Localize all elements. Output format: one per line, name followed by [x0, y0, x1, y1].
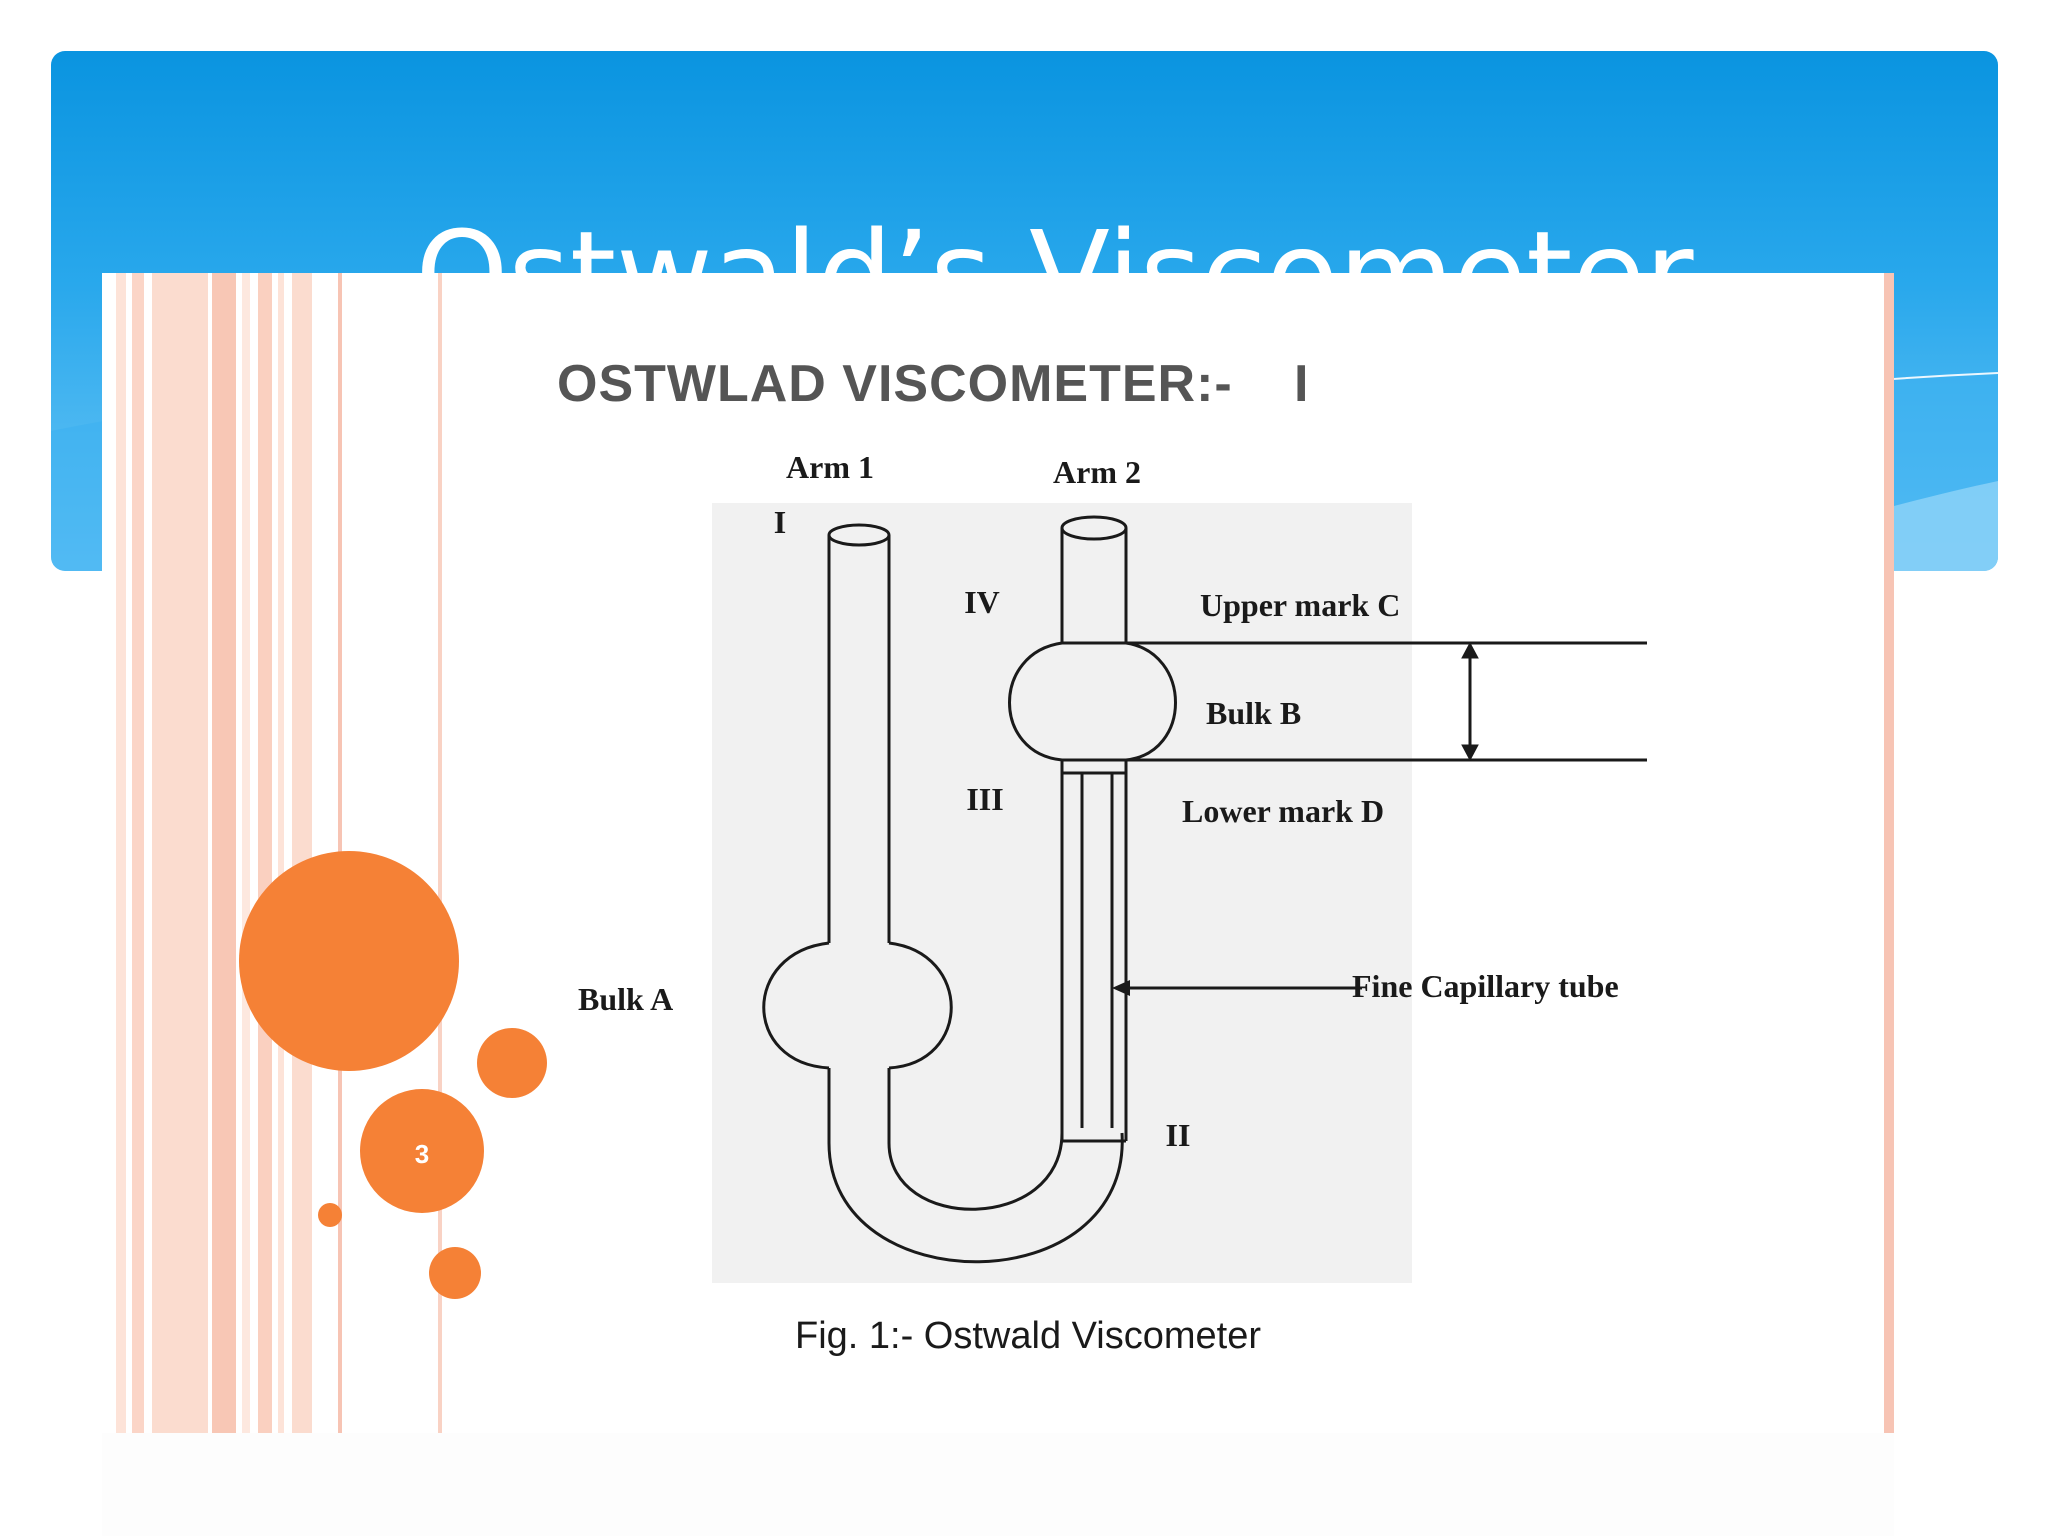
large-orange-circle	[239, 851, 459, 1071]
label-bulk-a: Bulk A	[578, 981, 673, 1017]
label-capillary: Fine Capillary tube	[1352, 968, 1619, 1004]
figure-heading: OSTWLAD VISCOMETER:-	[557, 355, 1233, 413]
right-edge-stripe	[1884, 273, 1894, 1433]
level-marks	[1062, 641, 1647, 762]
label-point-iv: IV	[964, 584, 1000, 620]
decorative-stripes	[102, 273, 447, 1433]
page-number: 3	[415, 1139, 429, 1169]
bottom-margin	[102, 1433, 1894, 1536]
label-point-ii: II	[1166, 1117, 1191, 1153]
small-orange-circle	[477, 1028, 547, 1098]
label-upper-mark: Upper mark C	[1200, 587, 1400, 623]
diagram-image: 3 OSTWLAD VISCOMETER:- I	[102, 273, 1894, 1433]
label-point-i: I	[774, 504, 786, 540]
arm-2-tube	[1008, 515, 1177, 1143]
small-orange-circle-2	[429, 1247, 481, 1299]
label-point-iii: III	[966, 781, 1003, 817]
u-bend	[827, 1132, 1124, 1264]
label-arm-2: Arm 2	[1053, 454, 1141, 490]
arm-1-tube	[762, 523, 953, 1143]
capillary-pointer	[1112, 980, 1362, 996]
label-arm-1: Arm 1	[786, 449, 874, 485]
figure-heading-numeral: I	[1294, 355, 1308, 413]
tiny-orange-circle	[318, 1203, 342, 1227]
viscometer-diagram: 3 OSTWLAD VISCOMETER:- I	[239, 355, 1647, 1357]
figure-caption: Fig. 1:- Ostwald Viscometer	[795, 1315, 1261, 1357]
page-number-circle	[360, 1089, 484, 1213]
label-bulk-b: Bulk B	[1206, 695, 1301, 731]
label-lower-mark: Lower mark D	[1182, 793, 1384, 829]
